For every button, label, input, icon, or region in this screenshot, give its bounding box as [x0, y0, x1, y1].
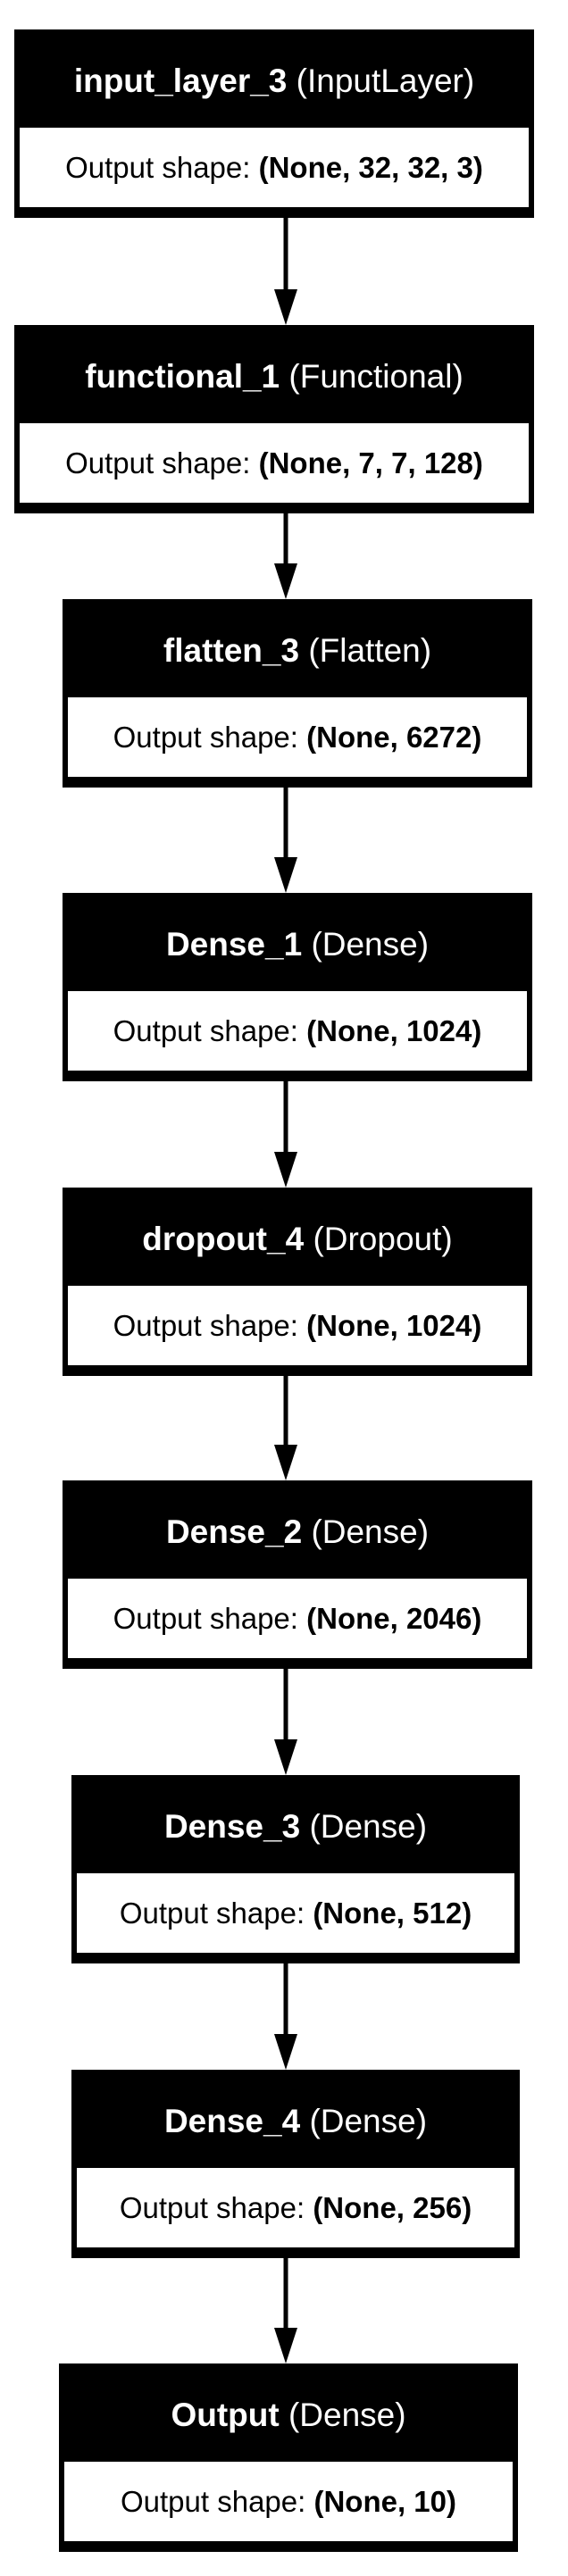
- output-shape-value: (None, 2046): [306, 1601, 482, 1635]
- layer-header: Dense_4 (Dense): [77, 2075, 514, 2168]
- output-shape-label: Output shape:: [65, 446, 251, 479]
- output-shape-label: Output shape:: [113, 1308, 298, 1342]
- arrow-head-icon: [274, 1739, 297, 1775]
- layer-name: Dense_2: [165, 1513, 303, 1550]
- layer-name: Output: [171, 2397, 280, 2433]
- output-shape-value: (None, 1024): [306, 1013, 482, 1047]
- arrow-head-icon: [274, 2034, 297, 2070]
- output-shape-value: (None, 1024): [306, 1308, 482, 1342]
- layer-output-shape: Output shape: (None, 512): [77, 1873, 514, 1953]
- arrow-head-icon: [274, 563, 297, 599]
- output-shape-value: (None, 32, 32, 3): [258, 150, 483, 184]
- layer-type: (Functional): [288, 358, 464, 395]
- output-shape-value: (None, 512): [313, 1896, 472, 1930]
- layer-header: flatten_3 (Flatten): [68, 604, 527, 697]
- layer-node-dropout-4: dropout_4 (Dropout) Output shape: (None,…: [63, 1188, 532, 1376]
- layer-type: (Dense): [288, 2397, 406, 2433]
- layer-type: (Dense): [311, 926, 430, 963]
- output-shape-label: Output shape:: [113, 720, 298, 754]
- output-shape-label: Output shape:: [65, 150, 251, 184]
- arrow-head-icon: [274, 857, 297, 893]
- layer-name: input_layer_3: [73, 63, 288, 99]
- output-shape-value: (None, 256): [313, 2190, 472, 2224]
- arrow-head-icon: [274, 2328, 297, 2363]
- layer-type: (Dense): [311, 1513, 430, 1550]
- layer-node-dense-2: Dense_2 (Dense) Output shape: (None, 204…: [63, 1480, 532, 1669]
- layer-node-dense-1: Dense_1 (Dense) Output shape: (None, 102…: [63, 893, 532, 1081]
- layer-header: functional_1 (Functional): [20, 330, 529, 423]
- layer-name: dropout_4: [142, 1221, 305, 1257]
- layer-header: Dense_1 (Dense): [68, 898, 527, 991]
- output-shape-label: Output shape:: [113, 1013, 298, 1047]
- layer-node-dense-4: Dense_4 (Dense) Output shape: (None, 256…: [71, 2070, 520, 2258]
- layer-output-shape: Output shape: (None, 10): [64, 2462, 513, 2541]
- layer-output-shape: Output shape: (None, 7, 7, 128): [20, 423, 529, 503]
- layer-output-shape: Output shape: (None, 32, 32, 3): [20, 128, 529, 207]
- layer-name: functional_1: [85, 358, 280, 395]
- layer-header: Dense_2 (Dense): [68, 1486, 527, 1579]
- arrow-head-icon: [274, 1152, 297, 1188]
- layer-node-functional-1: functional_1 (Functional) Output shape: …: [14, 325, 534, 513]
- output-shape-value: (None, 7, 7, 128): [258, 446, 483, 479]
- layer-type: (Dropout): [313, 1221, 453, 1257]
- layer-node-flatten-3: flatten_3 (Flatten) Output shape: (None,…: [63, 599, 532, 788]
- arrow-head-icon: [274, 1445, 297, 1480]
- layer-type: (Flatten): [308, 632, 432, 669]
- output-shape-label: Output shape:: [119, 1896, 305, 1930]
- layer-type: (Dense): [309, 1808, 428, 1845]
- output-shape-label: Output shape:: [119, 2190, 305, 2224]
- output-shape-label: Output shape:: [113, 1601, 298, 1635]
- layer-output-shape: Output shape: (None, 1024): [68, 991, 527, 1071]
- layer-header: dropout_4 (Dropout): [68, 1193, 527, 1286]
- layer-node-output: Output (Dense) Output shape: (None, 10): [59, 2363, 518, 2552]
- output-shape-value: (None, 10): [313, 2484, 457, 2518]
- layer-type: (Dense): [309, 2103, 428, 2139]
- layer-node-input-layer-3: input_layer_3 (InputLayer) Output shape:…: [14, 29, 534, 218]
- layer-header: input_layer_3 (InputLayer): [20, 35, 529, 128]
- layer-name: Dense_1: [165, 926, 303, 963]
- layer-output-shape: Output shape: (None, 2046): [68, 1579, 527, 1658]
- output-shape-label: Output shape:: [120, 2484, 306, 2518]
- layer-name: Dense_4: [163, 2103, 301, 2139]
- layer-header: Output (Dense): [64, 2369, 513, 2462]
- layer-header: Dense_3 (Dense): [77, 1780, 514, 1873]
- layer-output-shape: Output shape: (None, 256): [77, 2168, 514, 2247]
- layer-output-shape: Output shape: (None, 1024): [68, 1286, 527, 1365]
- layer-output-shape: Output shape: (None, 6272): [68, 697, 527, 777]
- arrow-head-icon: [274, 289, 297, 325]
- layer-name: flatten_3: [163, 632, 300, 669]
- layer-name: Dense_3: [163, 1808, 301, 1845]
- output-shape-value: (None, 6272): [306, 720, 482, 754]
- layer-type: (InputLayer): [296, 63, 475, 99]
- layer-node-dense-3: Dense_3 (Dense) Output shape: (None, 512…: [71, 1775, 520, 1963]
